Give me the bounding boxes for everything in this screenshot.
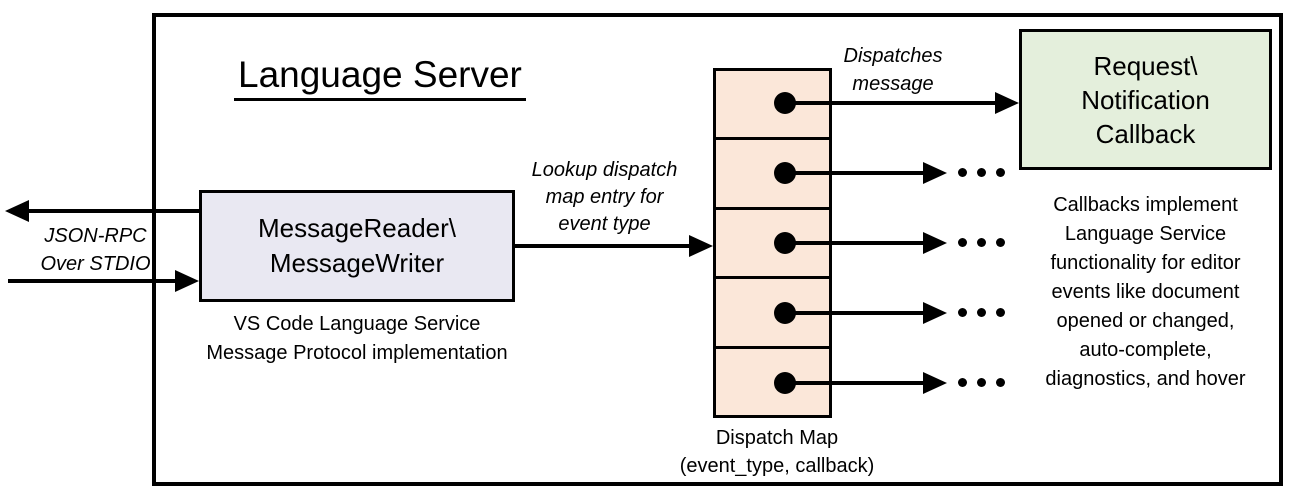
stdio-out-arrow-line	[27, 209, 199, 213]
arrowhead-right-icon	[923, 232, 947, 254]
message-reader-writer-box: MessageReader\ MessageWriter	[199, 190, 515, 302]
dispatch-map-cell	[716, 345, 829, 415]
arrowhead-right-icon	[923, 372, 947, 394]
arrowhead-left-icon	[5, 200, 29, 222]
lookup-arrow-line	[514, 244, 691, 248]
arrowhead-right-icon	[689, 235, 713, 257]
request-notification-callback-box: Request\ Notification Callback	[1019, 29, 1272, 170]
dispatch-arrow-line	[785, 241, 925, 245]
arrowhead-right-icon	[175, 270, 199, 292]
ellipsis-icon	[958, 238, 1005, 247]
lookup-label: Lookup dispatch map entry for event type	[531, 159, 678, 235]
dispatch-arrow-line	[785, 381, 925, 385]
dispatch-map-label: Dispatch Map (event_type, callback)	[679, 427, 875, 477]
dispatch-arrow-line	[785, 311, 925, 315]
ellipsis-icon	[958, 378, 1005, 387]
arrowhead-right-icon	[923, 162, 947, 184]
dispatch-map-cell	[716, 137, 829, 206]
arrowhead-right-icon	[995, 92, 1019, 114]
language-server-container-box	[152, 13, 1283, 486]
dispatch-map-cell	[716, 206, 829, 276]
diagram-title: Language Server	[234, 53, 526, 101]
stdio-in-arrow-line	[8, 279, 177, 283]
dispatches-label: Dispatches message	[843, 45, 943, 95]
ellipsis-icon	[958, 168, 1005, 177]
callbacks-note: Callbacks implement Language Service fun…	[1045, 194, 1246, 390]
dispatch-arrow-line	[785, 101, 997, 105]
message-reader-caption: VS Code Language Service Message Protoco…	[206, 313, 508, 364]
dispatch-arrow-line	[785, 171, 925, 175]
ellipsis-icon	[958, 308, 1005, 317]
arrowhead-right-icon	[923, 302, 947, 324]
dispatch-map-cell	[716, 276, 829, 345]
stdio-label: JSON-RPC Over STDIO	[40, 225, 151, 275]
